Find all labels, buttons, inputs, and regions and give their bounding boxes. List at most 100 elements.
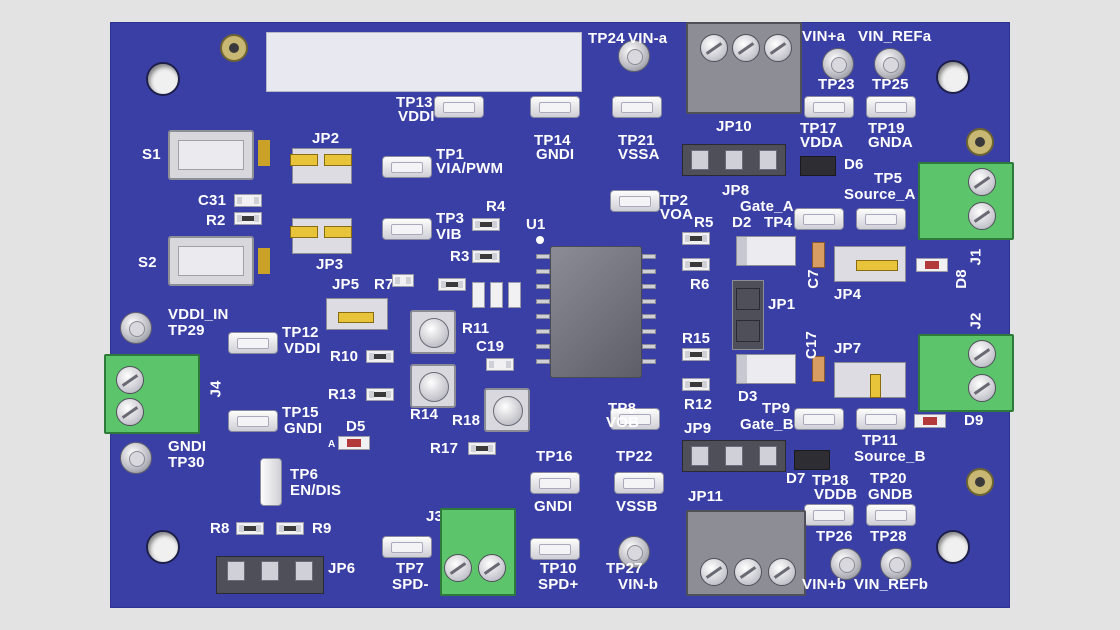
label-jp11: JP11 xyxy=(688,488,724,505)
ic-pin xyxy=(536,299,550,304)
label-tp10: TP10 xyxy=(540,560,577,577)
label-gndb: GNDB xyxy=(868,486,913,503)
label-s2: S2 xyxy=(138,254,157,271)
pin-header-jp8[interactable] xyxy=(682,144,786,176)
test-point-tp13 xyxy=(434,96,484,118)
terminal-block-j4[interactable] xyxy=(104,354,200,434)
label-d8: D8 xyxy=(952,269,970,289)
label-d7: D7 xyxy=(786,470,806,487)
label-jp6: JP6 xyxy=(328,560,356,577)
label-gndi-mid: GNDI xyxy=(284,420,323,437)
label-spd-minus: SPD- xyxy=(392,576,429,593)
label-tp15: TP15 xyxy=(282,404,319,421)
test-point-tp9 xyxy=(794,408,844,430)
jumper-cap xyxy=(324,154,352,166)
terminal-block-j2[interactable] xyxy=(918,334,1014,412)
capacitor-c7 xyxy=(812,242,825,268)
terminal-block-j3[interactable] xyxy=(440,508,516,596)
test-post-tp24 xyxy=(618,40,650,72)
potentiometer-r11[interactable] xyxy=(410,310,456,354)
push-switch-s1[interactable] xyxy=(168,130,254,180)
test-post-tp28 xyxy=(880,548,912,580)
resistor-r10 xyxy=(366,350,394,363)
label-vdda: VDDA xyxy=(800,134,844,151)
label-c17: C17 xyxy=(803,330,821,360)
resistor-r6 xyxy=(682,258,710,271)
label-r11: R11 xyxy=(462,320,490,337)
potentiometer-r18[interactable] xyxy=(484,388,530,432)
header-pin xyxy=(736,320,760,342)
test-point-tp22 xyxy=(614,472,664,494)
test-post-tp29 xyxy=(120,312,152,344)
label-tp9: TP9 xyxy=(762,400,791,417)
resistor-r12 xyxy=(682,378,710,391)
label-tp29: TP29 xyxy=(168,322,205,339)
pin-header-jp9[interactable] xyxy=(682,440,786,472)
mounting-hole xyxy=(936,530,970,564)
test-post-tp27 xyxy=(618,536,650,568)
diode-d7 xyxy=(794,450,830,470)
led-d5 xyxy=(338,436,370,450)
push-switch-s2[interactable] xyxy=(168,236,254,286)
label-tp5: TP5 xyxy=(874,170,903,187)
label-tp8: TP8 xyxy=(608,400,637,417)
jumper-cap xyxy=(290,154,318,166)
label-vin-a: VIN-a xyxy=(628,30,668,47)
label-r17: R17 xyxy=(430,440,459,457)
ic-pin xyxy=(536,329,550,334)
test-post-tp26 xyxy=(830,548,862,580)
led-d9 xyxy=(914,414,946,428)
label-r10: R10 xyxy=(330,348,359,365)
label-c7: C7 xyxy=(804,269,822,289)
label-tp12: TP12 xyxy=(282,324,319,341)
label-vddi-mid: VDDI xyxy=(284,340,321,357)
pin-header-jp6[interactable] xyxy=(216,556,324,594)
resistor-r13 xyxy=(366,388,394,401)
label-spd-plus: SPD+ xyxy=(538,576,579,593)
label-via-pwm: VIA/PWM xyxy=(436,160,504,177)
label-tp21: TP21 xyxy=(618,132,655,149)
label-tp24: TP24 xyxy=(588,30,625,47)
label-r12: R12 xyxy=(684,396,713,413)
label-jp4: JP4 xyxy=(834,286,862,303)
screw-icon xyxy=(116,398,144,426)
label-jp7: JP7 xyxy=(834,340,862,357)
capacitor-c19 xyxy=(486,358,514,371)
label-jp10: JP10 xyxy=(716,118,752,135)
inductor-chip xyxy=(392,274,414,287)
screw-icon xyxy=(968,340,996,368)
potentiometer-r14[interactable] xyxy=(410,364,456,408)
switch-pad xyxy=(258,140,270,166)
ic-pin xyxy=(536,269,550,274)
ic-pin xyxy=(642,269,656,274)
fiducial-marker xyxy=(220,34,248,62)
capacitor-c31 xyxy=(234,194,262,207)
ic-pin xyxy=(642,344,656,349)
jumper-cap xyxy=(290,226,318,238)
test-point-tp1 xyxy=(382,156,432,178)
label-vin-ref-b: VIN_REFb xyxy=(854,576,929,593)
screw-icon xyxy=(764,34,792,62)
screw-icon xyxy=(700,34,728,62)
label-tp27: TP27 xyxy=(606,560,643,577)
label-vssb: VSSB xyxy=(616,498,658,515)
screw-icon xyxy=(734,558,762,586)
label-tp6: TP6 xyxy=(290,466,319,483)
label-vddi-top: VDDI xyxy=(398,108,435,125)
jumper-cap xyxy=(338,312,374,323)
label-tp2: TP2 xyxy=(660,192,689,209)
silkscreen-label-area xyxy=(266,32,582,92)
label-tp22: TP22 xyxy=(616,448,653,465)
resistor-r8 xyxy=(236,522,264,535)
ic-u1 xyxy=(550,246,642,378)
ic-pin xyxy=(642,254,656,259)
label-r5: R5 xyxy=(694,214,714,231)
label-r4: R4 xyxy=(486,198,506,215)
label-jp3: JP3 xyxy=(316,256,344,273)
test-point-tp6 xyxy=(260,458,282,506)
label-r2: R2 xyxy=(206,212,226,229)
resistor-r3 xyxy=(472,250,500,263)
label-j2: J2 xyxy=(967,312,985,330)
test-point-tp8 xyxy=(610,408,660,430)
terminal-block-j1[interactable] xyxy=(918,162,1014,240)
